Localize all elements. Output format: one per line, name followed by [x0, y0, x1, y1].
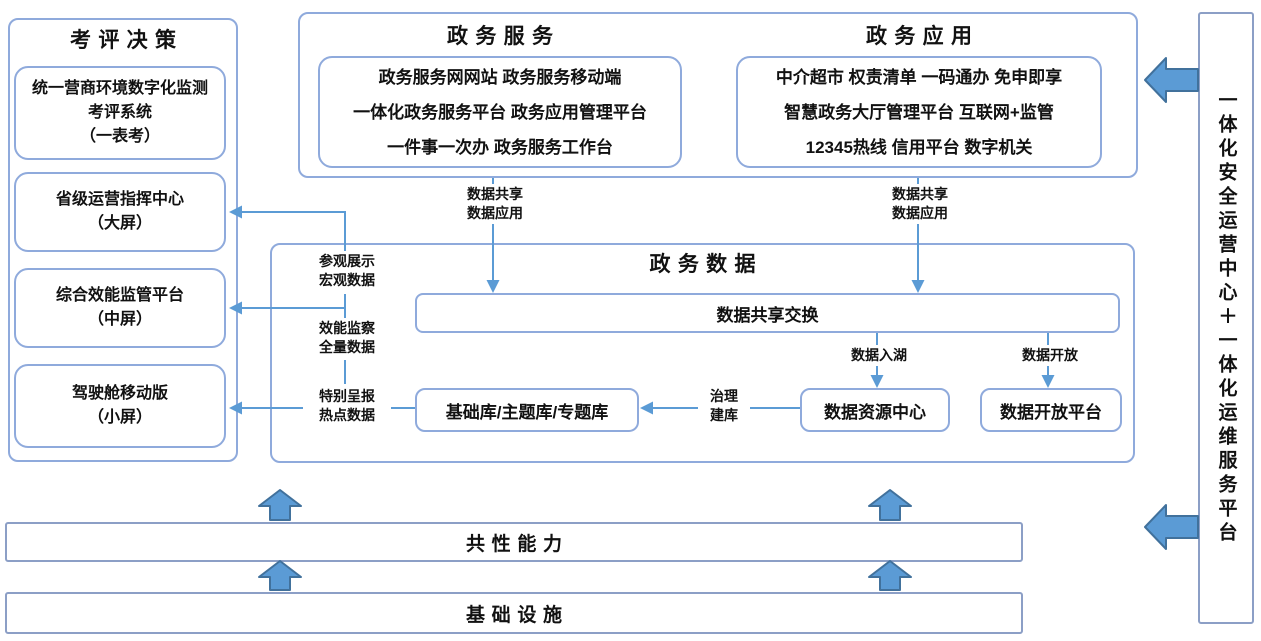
box-line: 省级运营指挥中心: [55, 191, 184, 208]
up-block-arrow-icon: [868, 489, 912, 521]
ops-security-rail-label: 一体化安全运营中心＋一体化运维服务平台: [1215, 90, 1237, 546]
flow-label-share-apply-left: 数据共享 数据应用: [450, 184, 540, 224]
applications-title: 政务应用: [865, 25, 980, 48]
left-block-arrow-icon: [1144, 504, 1199, 550]
flow-label-to-lake: 数据入湖: [844, 345, 914, 366]
library-box: 基础库/主题库/专题库: [415, 388, 639, 432]
up-block-arrow-icon: [258, 489, 302, 521]
common-capability-bar: 共性能力: [5, 522, 1023, 562]
flow-label-line: 数据应用: [892, 205, 948, 221]
left-block-arrow-icon: [1144, 57, 1199, 103]
box-line: （小屏）: [87, 409, 152, 426]
flow-label-line: 特别呈报: [319, 388, 375, 404]
flow-label-line: 效能监察: [319, 320, 375, 336]
box-line: 统一营商环境数字化监测: [31, 80, 208, 97]
flow-label-line: 数据应用: [467, 205, 523, 221]
flow-label-govern: 治理 建库: [698, 386, 750, 426]
services-box: 政务服务网网站 政务服务移动端 一体化政务服务平台 政务应用管理平台 一件事一次…: [318, 56, 682, 168]
applications-box: 中介超市 权责清单 一码通办 免申即享 智慧政务大厅管理平台 互联网+监管 12…: [736, 56, 1102, 168]
open-platform-box: 数据开放平台: [980, 388, 1122, 432]
box-line: 智慧政务大厅管理平台 互联网+监管: [784, 102, 1054, 122]
box-line: （一表考）: [79, 128, 160, 145]
up-block-arrow-icon: [868, 560, 912, 591]
infrastructure-bar: 基础设施: [5, 592, 1023, 634]
flow-label-line: 参观展示: [319, 253, 375, 269]
services-title: 政务服务: [446, 25, 561, 48]
flow-label-share-apply-right: 数据共享 数据应用: [875, 184, 965, 224]
box-line: 12345热线 信用平台 数字机关: [805, 137, 1033, 157]
flow-label-line: 热点数据: [319, 407, 375, 423]
flow-label-monitor-data: 效能监察 全量数据: [303, 318, 391, 358]
box-line: 一件事一次办 政务服务工作台: [387, 137, 613, 157]
box-line: （大屏）: [87, 215, 152, 232]
data-exchange-bar: 数据共享交换: [415, 293, 1120, 333]
flow-label-line: 建库: [710, 407, 738, 423]
box-line: 中介超市 权责清单 一码通办 免申即享: [775, 67, 1063, 87]
evaluation-item-efficiency-platform: 综合效能监管平台 （中屏）: [14, 268, 226, 348]
box-line: 驾驶舱移动版: [71, 385, 168, 402]
flow-label-line: 宏观数据: [319, 272, 375, 288]
flow-label-report-data: 特别呈报 热点数据: [303, 386, 391, 426]
evaluation-item-mobile-cockpit: 驾驶舱移动版 （小屏）: [14, 364, 226, 448]
ops-security-rail: 一体化安全运营中心＋一体化运维服务平台: [1198, 12, 1254, 624]
box-line: 一体化政务服务平台 政务应用管理平台: [353, 102, 647, 122]
evaluation-title: 考评决策: [69, 29, 184, 52]
box-line: 考评系统: [87, 104, 152, 121]
flow-label-line: 治理: [710, 388, 738, 404]
resource-center-box: 数据资源中心: [800, 388, 950, 432]
evaluation-item-province-command-center: 省级运营指挥中心 （大屏）: [14, 172, 226, 252]
box-line: 政务服务网网站 政务服务移动端: [378, 67, 622, 87]
flow-label-display-data: 参观展示 宏观数据: [303, 251, 391, 291]
up-block-arrow-icon: [258, 560, 302, 591]
flow-label-line: 全量数据: [319, 339, 375, 355]
flow-label-line: 数据共享: [892, 186, 948, 202]
box-line: （中屏）: [87, 311, 152, 328]
evaluation-item-monitor-system: 统一营商环境数字化监测 考评系统 （一表考）: [14, 66, 226, 160]
data-title: 政务数据: [649, 253, 763, 276]
flow-label-line: 数据共享: [467, 186, 523, 202]
box-line: 综合效能监管平台: [55, 287, 184, 304]
flow-label-open: 数据开放: [1015, 345, 1085, 366]
